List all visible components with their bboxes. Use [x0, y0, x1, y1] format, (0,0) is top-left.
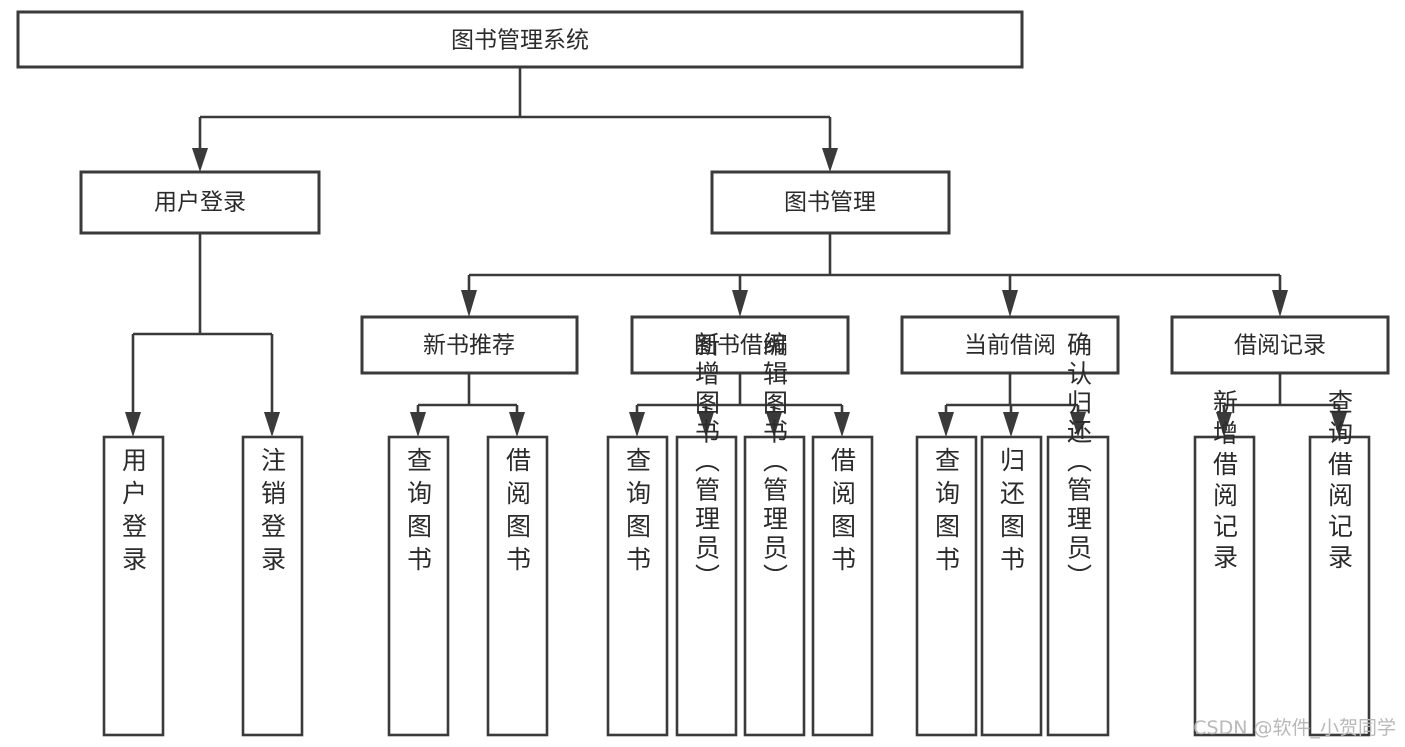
- csdn-watermark: CSDN @软件_小贺同学: [1193, 717, 1396, 739]
- node-leaf-borrow-book-2-label: 借阅图书: [828, 447, 857, 579]
- node-leaf-confirm-return-admin-label: 确认归还（管理员）: [1064, 332, 1093, 593]
- node-leaf-add-borrow-record-box[interactable]: [1193, 435, 1256, 737]
- node-current-borrow-label: 当前借阅: [964, 333, 1056, 359]
- arrow-record-to-leaf12: [1216, 412, 1232, 437]
- node-book-borrow[interactable]: 图书借阅: [630, 315, 850, 375]
- arrow-borrow-to-leaf8: [834, 412, 850, 437]
- node-leaf-add-borrow-record-label: 新增借阅记录: [1210, 389, 1239, 575]
- node-leaf-confirm-return-admin-box[interactable]: [1046, 435, 1110, 737]
- arrow-bookmanage-to-borrow: [732, 290, 748, 317]
- node-book-borrow-label: 图书借阅: [694, 333, 786, 359]
- node-leaf-user-login-label: 用户登录: [119, 447, 148, 579]
- node-borrow-record-box[interactable]: [1170, 315, 1390, 375]
- node-leaf-user-login[interactable]: 用户登录: [102, 435, 165, 737]
- edge-root-bus: [198, 67, 832, 152]
- node-leaf-query-borrow-record[interactable]: 查询借阅记录: [1308, 389, 1371, 737]
- node-leaf-query-book-3[interactable]: 查询图书: [915, 435, 978, 737]
- node-leaf-edit-book-admin-label: 编辑图书（管理员）: [760, 332, 789, 593]
- node-leaf-borrow-book-1-box[interactable]: [486, 435, 549, 737]
- node-leaf-query-book-2-label: 查询图书: [623, 447, 652, 579]
- node-leaf-query-book-1-box[interactable]: [387, 435, 450, 737]
- node-new-book-recommend[interactable]: 新书推荐: [360, 315, 579, 375]
- node-user-login-label: 用户登录: [154, 190, 246, 216]
- node-leaf-borrow-book-1[interactable]: 借阅图书: [486, 435, 549, 737]
- arrow-borrow-to-leaf5: [629, 412, 645, 437]
- node-leaf-query-book-1-label: 查询图书: [404, 447, 433, 579]
- connectors-layer: [125, 67, 1347, 437]
- node-book-borrow-box[interactable]: [630, 315, 850, 375]
- edge-userlogin-bus: [131, 233, 274, 417]
- node-leaf-add-book-admin-box[interactable]: [675, 435, 738, 737]
- edge-newbook-bus: [416, 373, 519, 417]
- arrow-bookmanage-to-record: [1272, 290, 1288, 317]
- node-leaf-query-borrow-record-box[interactable]: [1308, 435, 1371, 737]
- arrow-borrow-to-leaf6: [698, 412, 714, 437]
- node-book-management-label: 图书管理: [784, 190, 876, 216]
- arrow-root-to-user-login: [192, 148, 208, 172]
- node-leaf-return-book-label: 归还图书: [997, 447, 1026, 579]
- node-borrow-record-label: 借阅记录: [1234, 333, 1326, 359]
- arrow-current-to-leaf9: [938, 412, 954, 437]
- node-leaf-borrow-book-2-box[interactable]: [811, 435, 874, 737]
- node-leaf-confirm-return-admin[interactable]: 确认归还（管理员）: [1046, 332, 1110, 737]
- node-leaf-logout[interactable]: 注销登录: [241, 435, 304, 737]
- arrow-userlogin-to-leaf2: [264, 412, 280, 437]
- node-user-login[interactable]: 用户登录: [79, 170, 321, 235]
- node-current-borrow[interactable]: 当前借阅: [900, 315, 1120, 375]
- arrow-newbook-to-leaf3: [410, 412, 426, 437]
- arrow-current-to-leaf10: [1003, 412, 1019, 437]
- node-root-label: 图书管理系统: [451, 28, 589, 54]
- arrow-userlogin-to-leaf1: [125, 412, 141, 437]
- node-new-book-recommend-box[interactable]: [360, 315, 579, 375]
- edge-bookmanage-bus: [467, 233, 1282, 292]
- node-current-borrow-box[interactable]: [900, 315, 1120, 375]
- edge-current-bus: [944, 373, 1080, 417]
- node-book-management-box[interactable]: [710, 170, 951, 235]
- node-leaf-add-book-admin[interactable]: 新增图书（管理员）: [675, 332, 738, 737]
- node-root-box[interactable]: [16, 10, 1024, 69]
- node-leaf-return-book[interactable]: 归还图书: [980, 435, 1043, 737]
- edge-borrow-bus: [635, 373, 844, 417]
- node-user-login-box[interactable]: [79, 170, 321, 235]
- arrow-bookmanage-to-newbook: [461, 290, 477, 317]
- edge-record-bus: [1222, 373, 1341, 417]
- arrow-newbook-to-leaf4: [509, 412, 525, 437]
- node-leaf-query-book-2-box[interactable]: [606, 435, 669, 737]
- node-borrow-record[interactable]: 借阅记录: [1170, 315, 1390, 375]
- node-leaf-edit-book-admin[interactable]: 编辑图书（管理员）: [743, 332, 806, 737]
- node-new-book-recommend-label: 新书推荐: [423, 333, 515, 359]
- node-leaf-query-borrow-record-label: 查询借阅记录: [1325, 389, 1354, 575]
- node-book-management[interactable]: 图书管理: [710, 170, 951, 235]
- node-leaf-borrow-book-2[interactable]: 借阅图书: [811, 435, 874, 737]
- node-root[interactable]: 图书管理系统: [16, 10, 1024, 69]
- node-leaf-add-borrow-record[interactable]: 新增借阅记录: [1193, 389, 1256, 737]
- node-leaf-add-book-admin-label: 新增图书（管理员）: [692, 332, 721, 593]
- node-leaf-query-book-3-label: 查询图书: [932, 447, 961, 579]
- node-leaf-query-book-2[interactable]: 查询图书: [606, 435, 669, 737]
- arrow-record-to-leaf13: [1331, 412, 1347, 437]
- node-leaf-logout-label: 注销登录: [258, 447, 287, 579]
- arrow-current-to-leaf11: [1070, 412, 1086, 437]
- node-leaf-return-book-box[interactable]: [980, 435, 1043, 737]
- arrow-borrow-to-leaf7: [766, 412, 782, 437]
- node-leaf-edit-book-admin-box[interactable]: [743, 435, 806, 737]
- node-leaf-user-login-box[interactable]: [102, 435, 165, 737]
- arrow-bookmanage-to-current: [1002, 290, 1018, 317]
- node-leaf-logout-box[interactable]: [241, 435, 304, 737]
- arrow-root-to-book-manage: [822, 148, 838, 172]
- node-leaf-query-book-3-box[interactable]: [915, 435, 978, 737]
- node-leaf-borrow-book-1-label: 借阅图书: [503, 447, 532, 579]
- node-leaf-query-book-1[interactable]: 查询图书: [387, 435, 450, 737]
